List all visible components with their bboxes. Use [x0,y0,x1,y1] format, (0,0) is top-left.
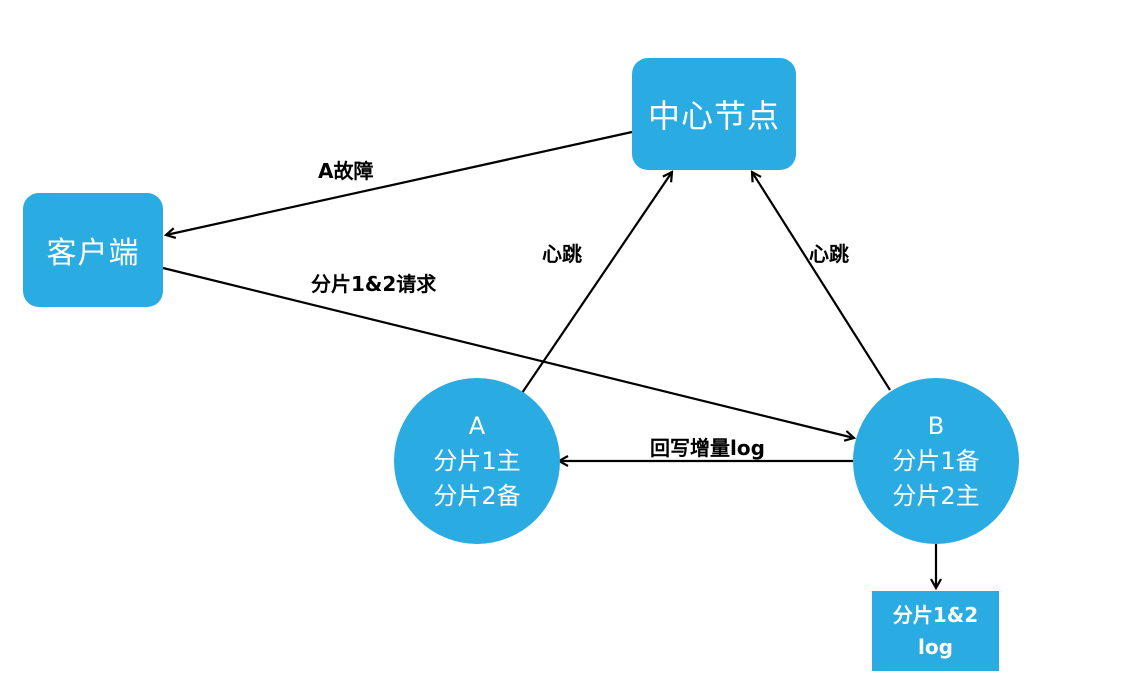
node-b: B 分片1备 分片2主 [853,378,1019,544]
node-a: A 分片1主 分片2备 [394,378,560,544]
node-a-name: A [468,411,486,440]
node-a-line2: 分片2备 [433,481,521,510]
edge-label-writeback: 回写增量log [650,436,765,460]
edge-fault-arrow [166,130,633,235]
log-box-line2: log [918,635,953,659]
client-node: 客户端 [23,193,163,307]
log-box-line1: 分片1&2 [892,603,979,627]
center-node-label: 中心节点 [647,97,780,135]
node-b-line1: 分片1备 [892,446,980,475]
edge-label-heartbeat-a: 心跳 [542,242,582,266]
edge-heartbeat-b-arrow [752,172,891,391]
edge-request-arrow [162,266,854,438]
client-node-label: 客户端 [46,236,140,271]
log-box: 分片1&2 log [872,591,999,671]
edge-label-fault: A故障 [318,159,374,183]
center-node: 中心节点 [632,58,796,170]
node-a-line1: 分片1主 [433,446,521,475]
edge-label-heartbeat-b: 心跳 [809,242,849,266]
edge-heartbeat-a-arrow [521,172,672,394]
node-b-line2: 分片2主 [892,481,980,510]
node-b-name: B [927,411,945,440]
edge-label-request: 分片1&2请求 [311,272,437,296]
